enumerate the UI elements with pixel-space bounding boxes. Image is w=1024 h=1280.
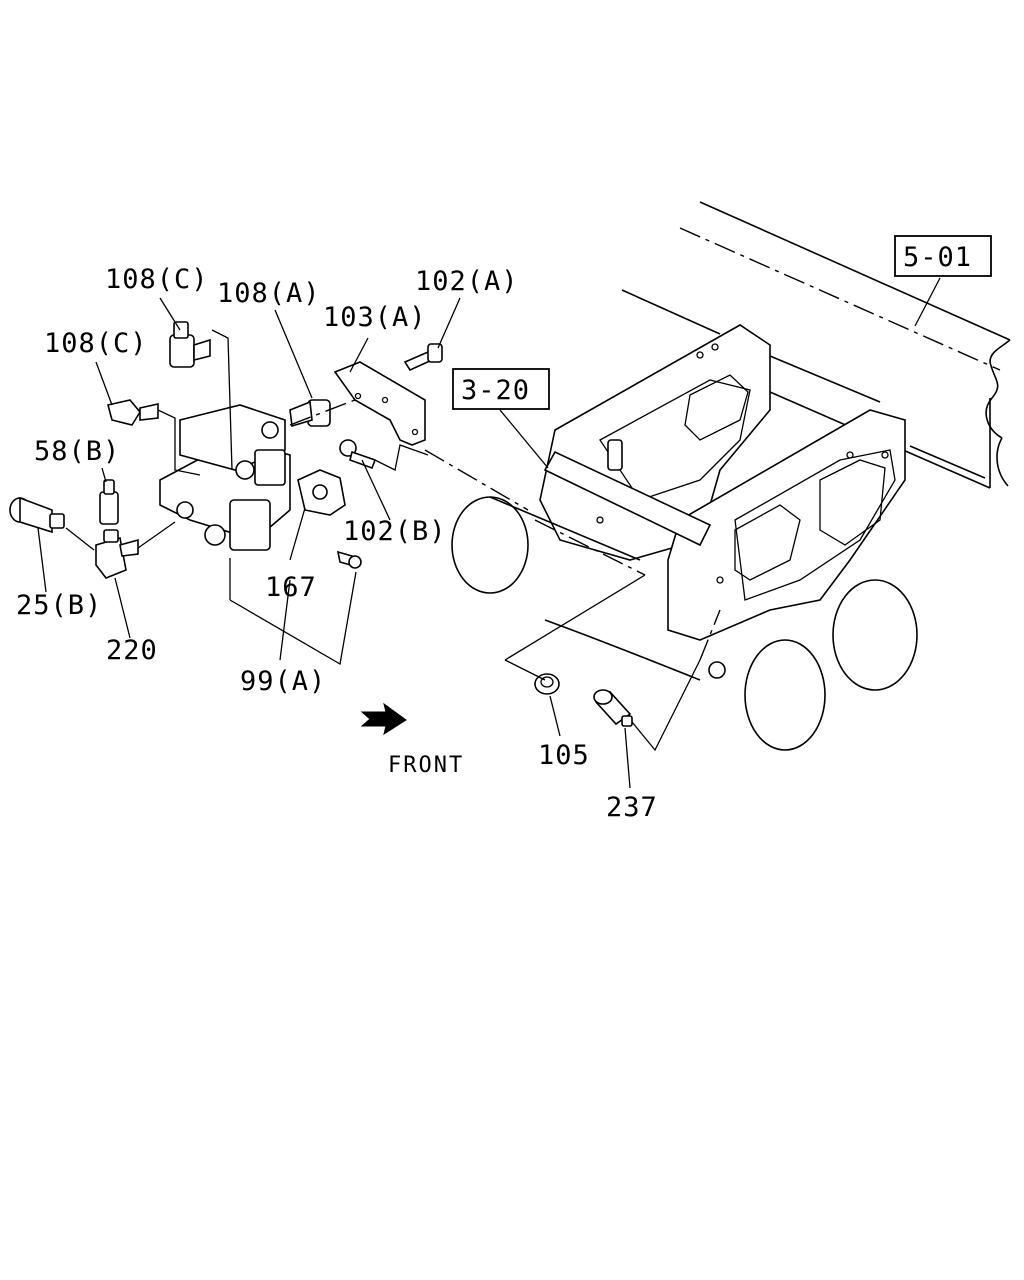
bracket-103a (333, 361, 426, 446)
label-220: 220 (106, 635, 158, 666)
leader-lines (37, 277, 941, 789)
switch-25b (9, 496, 65, 534)
ref-box-3-20[interactable]: 3-20 (452, 368, 550, 410)
screw-99a (336, 550, 362, 569)
ref-5-01-label: 5-01 (903, 242, 972, 273)
bolt-102b (339, 439, 377, 470)
label-108c-top: 108(C) (105, 264, 209, 295)
elbow-220 (95, 529, 139, 579)
label-102b: 102(B) (343, 516, 447, 547)
bolt-102a (403, 343, 443, 372)
fitting-108a (289, 399, 331, 428)
label-99a: 99(A) (240, 666, 326, 697)
fitting-108c-top (169, 321, 211, 368)
bracket-assembly (451, 324, 918, 751)
label-105: 105 (538, 740, 590, 771)
ref-3-20-label: 3-20 (461, 375, 530, 406)
label-58b: 58(B) (34, 436, 120, 467)
valve-assembly (159, 404, 346, 551)
label-103a: 103(A) (323, 302, 427, 333)
label-167: 167 (265, 572, 317, 603)
sensor-237 (593, 689, 633, 727)
label-102a: 102(A) (415, 266, 519, 297)
label-108c-left: 108(C) (44, 328, 148, 359)
nut-105 (534, 673, 560, 695)
ref-box-5-01[interactable]: 5-01 (894, 235, 992, 277)
label-25b: 25(B) (16, 590, 102, 621)
fitting-108c-left (107, 399, 159, 426)
front-label: FRONT (388, 753, 464, 778)
label-108a: 108(A) (217, 278, 321, 309)
label-237: 237 (606, 792, 658, 823)
part-58b (99, 479, 119, 525)
front-arrow-icon (360, 702, 407, 736)
